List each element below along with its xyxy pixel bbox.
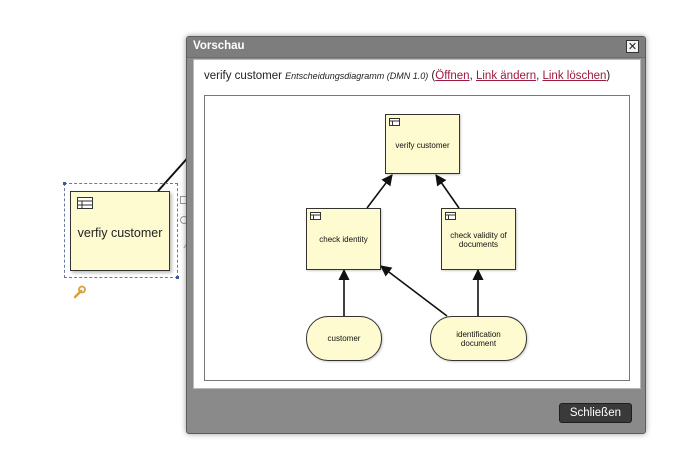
edge-validity-to-verify [435, 174, 460, 209]
node-label: verfiy customer [77, 226, 163, 240]
decision-label: check identity [319, 235, 368, 244]
dialog-content: verify customer Entscheidungsdiagramm (D… [193, 59, 641, 389]
decision-label-line1: check validity of [450, 231, 507, 240]
input-data-customer[interactable]: customer [306, 316, 382, 361]
diagram-edges [338, 174, 484, 318]
table-icon [445, 212, 456, 220]
diagram-preview: verify customer check identity check val… [204, 95, 630, 381]
model-type: Entscheidungsdiagramm (DMN 1.0) [285, 71, 429, 81]
input-label-line1: identification [456, 330, 501, 339]
table-icon [310, 212, 321, 220]
table-icon [77, 197, 93, 209]
input-label-line2: document [460, 339, 497, 348]
dialog-title: Vorschau [193, 40, 245, 52]
wrench-icon[interactable] [72, 285, 86, 299]
decision-node-verify-customer[interactable]: verfiy customer [70, 191, 170, 271]
decision-check-identity[interactable]: check identity [306, 208, 381, 270]
delete-link[interactable]: Link löschen [542, 70, 607, 82]
close-button[interactable]: Schließen [558, 403, 632, 423]
selection-handle[interactable] [176, 276, 179, 279]
close-icon[interactable]: ✕ [626, 40, 639, 53]
open-link[interactable]: Öffnen [435, 70, 470, 82]
decision-check-validity[interactable]: check validity of documents [441, 208, 516, 270]
input-data-identification-document[interactable]: identification document [430, 316, 527, 361]
preview-dialog: Vorschau ✕ verify customer Entscheidungs… [186, 36, 646, 434]
preview-header: verify customer Entscheidungsdiagramm (D… [204, 70, 610, 82]
separator: , [469, 70, 476, 82]
paren-open: ( [428, 70, 436, 82]
edge-identity-to-verify [366, 174, 393, 209]
edge-document-to-identity [380, 265, 448, 317]
model-name: verify customer [204, 70, 282, 82]
dialog-titlebar[interactable]: Vorschau ✕ [187, 37, 645, 58]
change-link[interactable]: Link ändern [475, 70, 537, 82]
decision-label: verify customer [395, 141, 450, 150]
selection-handle[interactable] [63, 182, 66, 185]
separator: , [536, 70, 543, 82]
input-label: customer [327, 334, 361, 343]
paren-close: ) [606, 70, 611, 82]
decision-label-line2: documents [458, 240, 499, 249]
selection-box [63, 182, 179, 279]
dialog-footer: Schließen [187, 393, 645, 433]
table-icon [389, 118, 400, 126]
decision-verify-customer[interactable]: verify customer [385, 114, 460, 174]
